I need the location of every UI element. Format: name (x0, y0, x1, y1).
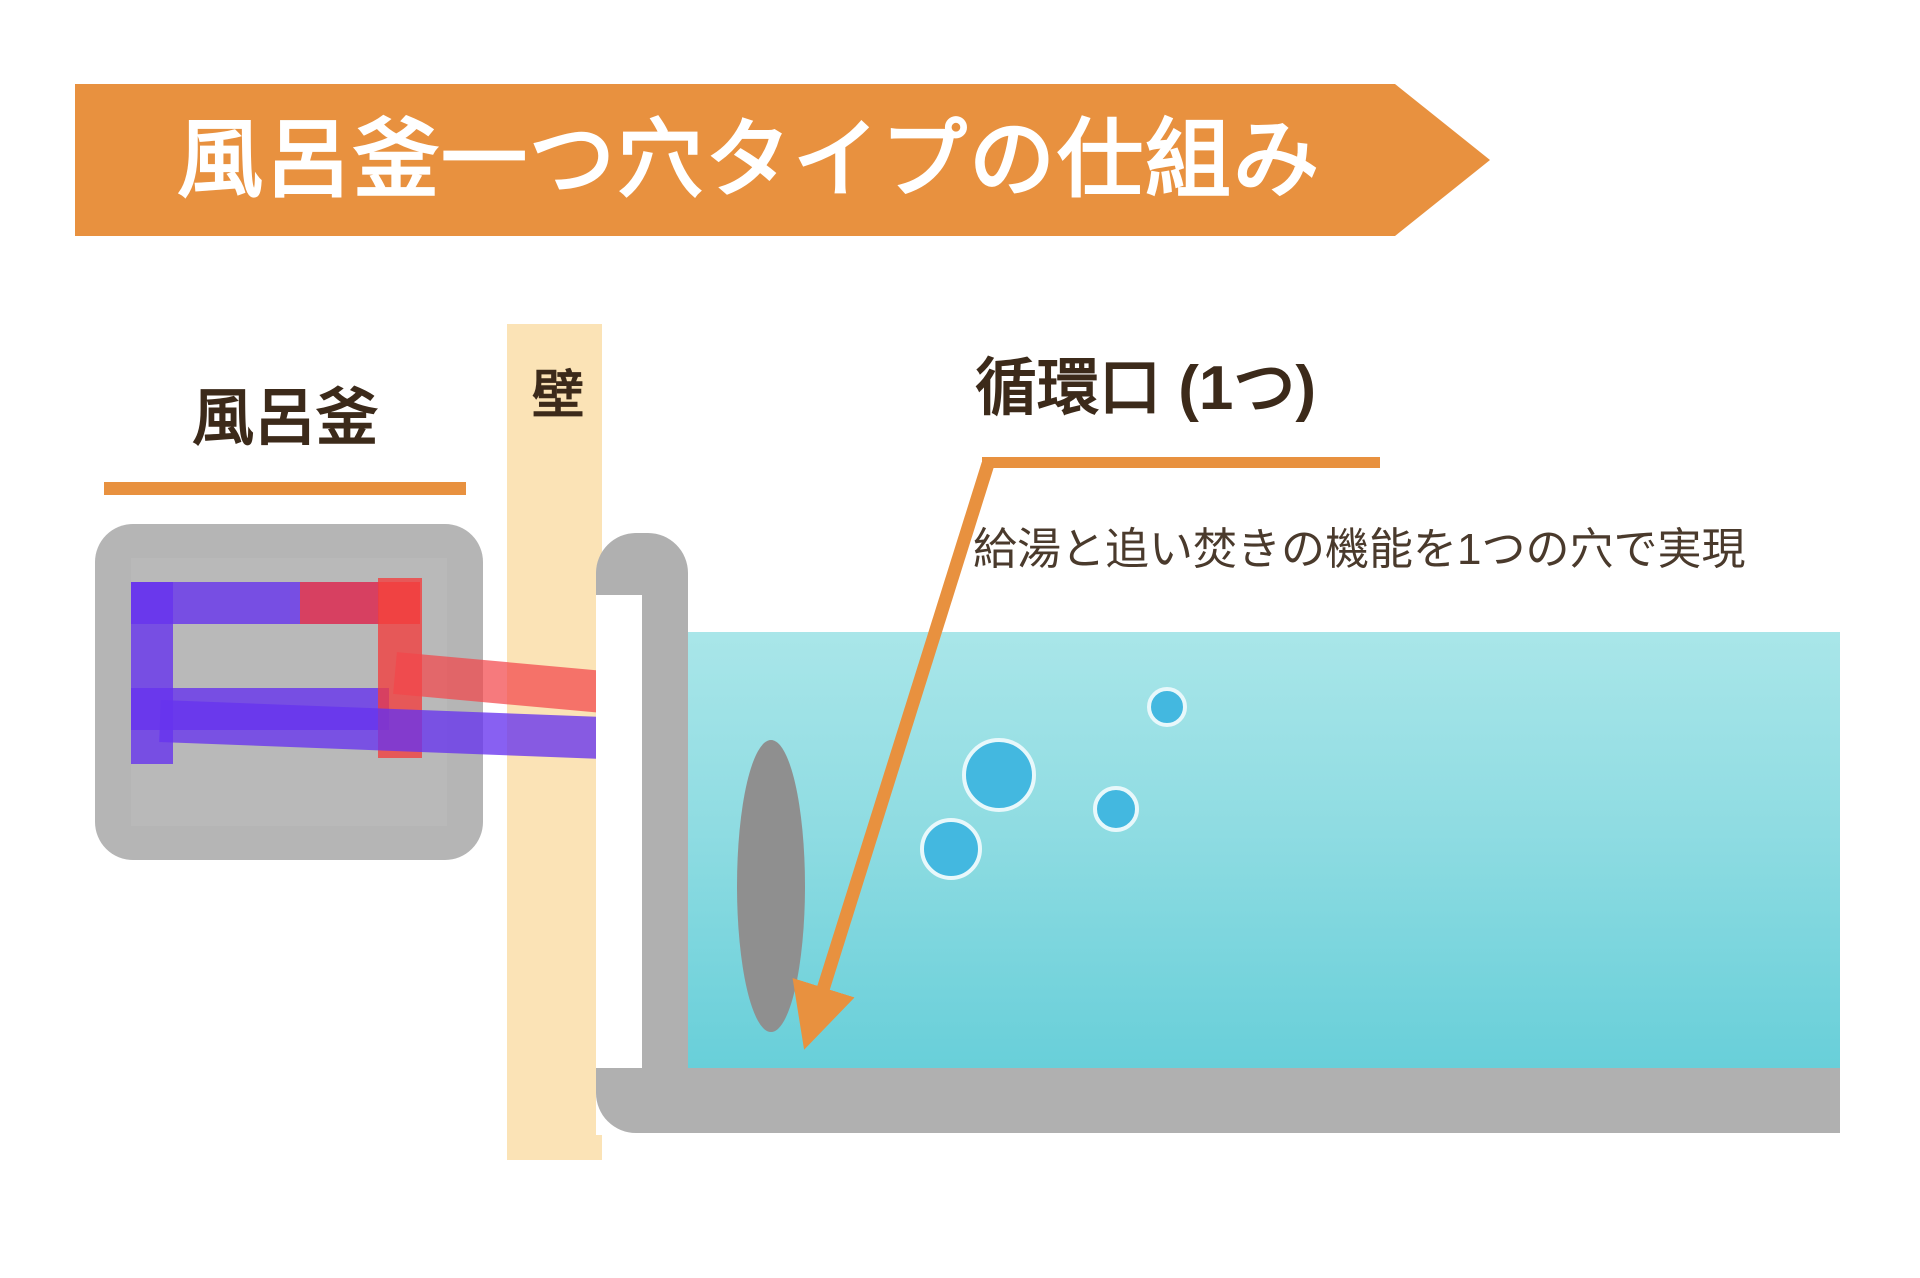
title-banner: 風呂釜一つ穴タイプの仕組み (75, 84, 1490, 236)
bubble (1093, 786, 1139, 832)
boiler-label: 風呂釜 (191, 384, 378, 453)
circulation-port-underline (982, 457, 1380, 468)
bathtub-rim-notch (596, 533, 642, 595)
wall-label: 壁 (531, 367, 584, 425)
boiler-label-underline (104, 482, 466, 495)
bathtub-bottom (596, 1068, 1840, 1133)
bathtub-wall-gap (596, 595, 642, 1135)
circulation-port (737, 740, 805, 1032)
circulation-port-label: 循環口 (1つ) (975, 354, 1317, 423)
banner-title-text: 風呂釜一つ穴タイプの仕組み (177, 112, 1321, 208)
banner-arrow-shape (75, 84, 1490, 236)
circulation-port-description: 給湯と追い焚きの機能を1つの穴で実現 (973, 525, 1746, 574)
bubble (962, 738, 1036, 812)
bubble (1147, 687, 1187, 727)
bubble (920, 818, 982, 880)
